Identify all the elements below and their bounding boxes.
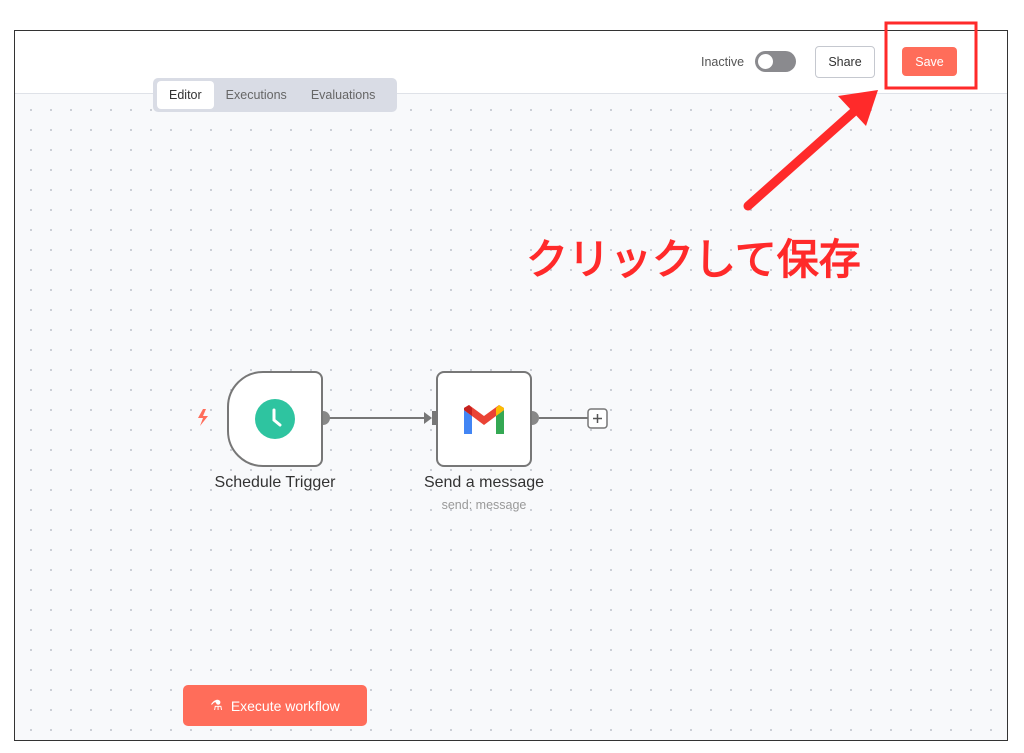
arrowhead-icon bbox=[838, 90, 878, 126]
node-schedule-trigger[interactable] bbox=[227, 371, 323, 467]
flask-icon: ⚗ bbox=[210, 697, 223, 713]
workflow-editor: Inactive Share Save Editor Executions Ev… bbox=[14, 30, 1008, 741]
tab-executions[interactable]: Executions bbox=[225, 88, 287, 102]
annotation-arrow bbox=[743, 103, 863, 211]
clock-icon bbox=[255, 399, 295, 439]
node-subtitle: send: message bbox=[441, 498, 527, 512]
input-arrow-icon bbox=[424, 412, 432, 424]
annotation-text: クリックして保存 bbox=[526, 236, 861, 283]
save-button[interactable]: Save bbox=[902, 47, 957, 76]
share-button[interactable]: Share bbox=[815, 46, 875, 78]
active-toggle[interactable] bbox=[755, 51, 796, 72]
execute-workflow-button[interactable]: ⚗ Execute workflow bbox=[183, 685, 367, 726]
add-node-button[interactable] bbox=[587, 408, 608, 429]
node-title: Schedule Trigger bbox=[214, 474, 336, 491]
node-send-message[interactable] bbox=[436, 371, 532, 467]
tab-editor[interactable]: Editor bbox=[157, 81, 214, 109]
active-status-label: Inactive bbox=[701, 55, 745, 69]
execute-workflow-label: Execute workflow bbox=[230, 697, 340, 714]
tab-evaluations[interactable]: Evaluations bbox=[310, 88, 376, 102]
trigger-bolt-icon bbox=[198, 409, 208, 426]
view-tabs: Editor Executions Evaluations bbox=[153, 78, 397, 112]
node-title: Send a message bbox=[423, 474, 545, 491]
gmail-icon bbox=[464, 405, 504, 434]
highlight-box bbox=[884, 21, 978, 90]
input-handle bbox=[432, 411, 437, 425]
